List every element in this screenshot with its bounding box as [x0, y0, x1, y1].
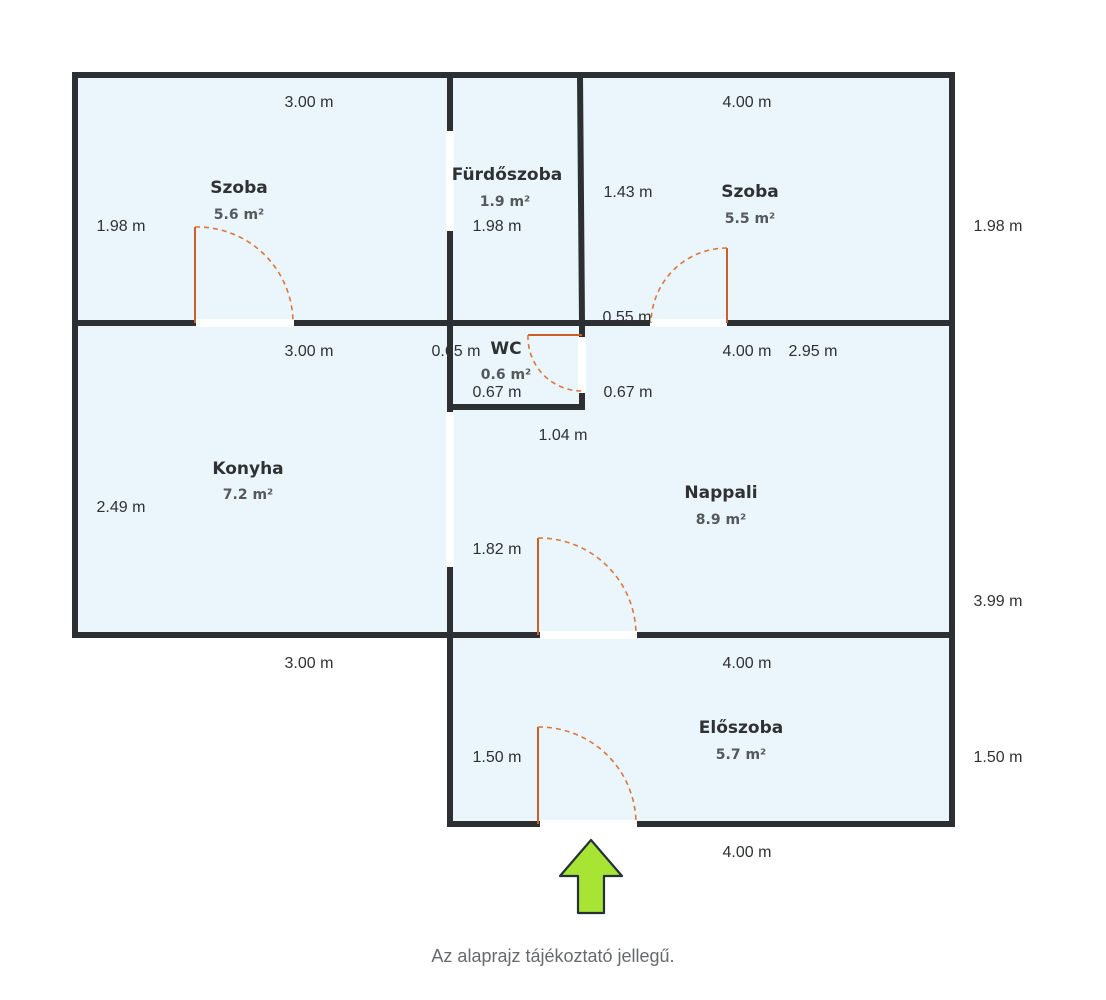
dim-szoba-left-top: 3.00 m	[285, 94, 334, 111]
doors	[194, 226, 728, 825]
room-fill-szoba-left	[75, 75, 450, 323]
opening-szoba-right	[650, 319, 727, 327]
dim-szoba-left-side: 1.98 m	[97, 218, 146, 235]
dim-szoba-right-top: 4.00 m	[723, 94, 772, 111]
dim-szoba-left-bottom: 3.00 m	[285, 343, 334, 360]
room-area-konyha: 7.2 m²	[223, 487, 273, 503]
opening-konyha-nappali	[446, 412, 454, 567]
room-name-furdoszoba: Fürdőszoba	[452, 165, 562, 185]
room-fill-furdoszoba	[450, 75, 582, 323]
entrance-arrow-icon	[558, 838, 624, 915]
opening-szoba-left	[196, 319, 294, 327]
opening-wc	[578, 337, 586, 393]
room-name-szoba-left: Szoba	[210, 178, 267, 198]
dim-eloszoba-left: 1.50 m	[473, 749, 522, 766]
dim-furdoszoba-inner: 1.98 m	[473, 218, 522, 235]
room-name-nappali: Nappali	[684, 483, 757, 503]
dim-nappali-left: 1.82 m	[473, 541, 522, 558]
dim-outer-right-top: 1.98 m	[974, 218, 1023, 235]
dim-outer-right-mid: 3.99 m	[974, 593, 1023, 610]
room-area-nappali: 8.9 m²	[696, 512, 746, 528]
dim-konyha-bottom: 3.00 m	[285, 655, 334, 672]
room-fill-szoba-right	[582, 75, 952, 323]
room-area-eloszoba: 5.7 m²	[716, 747, 766, 763]
room-fill-eloszoba	[450, 635, 952, 824]
door-nappali	[537, 537, 637, 636]
door-szoba-right	[650, 247, 728, 324]
opening-nappali-eloszoba	[540, 631, 637, 639]
dim-eloszoba-top: 4.00 m	[723, 655, 772, 672]
door-entrance	[537, 726, 637, 825]
dim-nappali-top: 4.00 m	[723, 343, 772, 360]
opening-furdoszoba	[446, 131, 454, 231]
dim-szoba-right-left: 1.43 m	[604, 184, 653, 201]
footer-note: Az alaprajz tájékoztató jellegű.	[431, 946, 674, 966]
dim-eloszoba-bottom: 4.00 m	[723, 844, 772, 861]
room-area-szoba-right: 5.5 m²	[725, 211, 775, 227]
room-fill-nappali	[450, 323, 952, 635]
dim-wc-right: 0.67 m	[604, 384, 653, 401]
room-area-szoba-left: 5.6 m²	[214, 207, 264, 223]
dim-nappali-top-right: 2.95 m	[789, 343, 838, 360]
room-fill-wc	[450, 323, 582, 407]
dim-wc-bottom: 0.67 m	[473, 384, 522, 401]
dim-outer-right-bottom: 1.50 m	[974, 749, 1023, 766]
room-fill-konyha	[75, 323, 450, 635]
wall-furdo-right	[576, 71, 586, 327]
room-name-eloszoba: Előszoba	[699, 718, 783, 738]
openings	[196, 131, 727, 828]
room-area-furdoszoba: 1.9 m²	[480, 194, 530, 210]
dim-wc-top: 0.65 m	[432, 343, 481, 360]
door-wc	[527, 334, 583, 392]
room-name-wc: WC	[490, 339, 521, 359]
room-area-wc: 0.6 m²	[481, 367, 531, 383]
opening-entrance	[540, 820, 637, 828]
door-szoba-left	[194, 226, 294, 324]
room-name-szoba-right: Szoba	[721, 182, 778, 202]
dim-szoba-right-door-offset: 0.55 m	[603, 309, 652, 326]
room-name-konyha: Konyha	[212, 459, 283, 479]
dim-nappali-notch: 1.04 m	[539, 427, 588, 444]
dim-konyha-side: 2.49 m	[97, 499, 146, 516]
